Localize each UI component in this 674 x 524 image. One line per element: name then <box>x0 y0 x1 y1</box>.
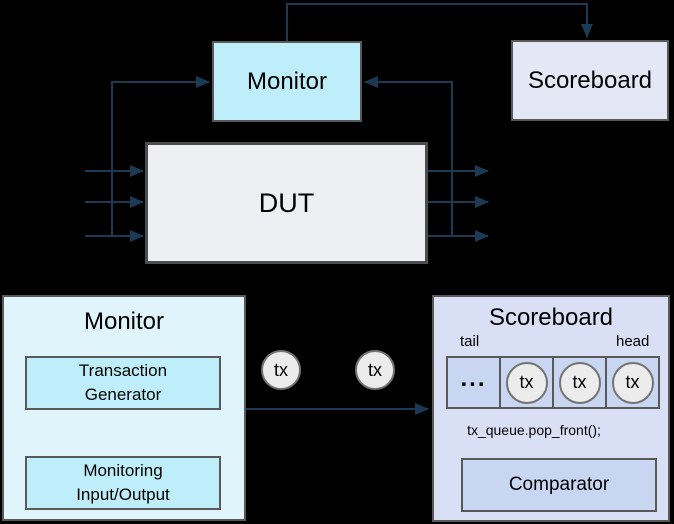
queue-tx-circle-3: tx <box>611 361 654 404</box>
queue-cell-tx-1: tx <box>501 358 554 407</box>
queue-tx-3-label: tx <box>625 372 640 392</box>
transaction-generator-line1: Transaction <box>78 361 168 381</box>
tx-queue: ... tx tx tx <box>446 356 660 409</box>
monitoring-io-line2: Input/Output <box>76 485 170 504</box>
queue-tail-label: tail <box>460 333 480 350</box>
monitor-panel-title: Monitor <box>83 308 165 335</box>
transaction-generator-line2: Generator <box>84 385 162 404</box>
monitor-detail-panel: Monitor Transaction Generator Monitoring… <box>2 295 246 521</box>
tx-transit-2-label: tx <box>367 359 382 380</box>
transaction-generator-box: Transaction Generator <box>25 356 221 410</box>
tx-transit-circle-1: tx <box>261 350 301 390</box>
queue-tx-2-label: tx <box>572 372 587 392</box>
queue-tx-circle-2: tx <box>558 361 601 404</box>
queue-tx-circle-1: tx <box>505 361 548 404</box>
monitoring-io-line1: Monitoring <box>83 461 163 481</box>
scoreboard-detail-panel: Scoreboard tail head ... tx tx tx <box>432 295 670 522</box>
tx-transit-circle-2: tx <box>355 350 395 390</box>
pop-front-code-label: tx_queue.pop_front(); <box>467 422 601 438</box>
queue-cell-tx-2: tx <box>554 358 607 407</box>
queue-cell-tx-3: tx <box>607 358 658 407</box>
comparator-label: Comparator <box>508 474 610 495</box>
comparator-box: Comparator <box>461 458 657 512</box>
scoreboard-block: Scoreboard <box>511 40 669 121</box>
tx-transit-1-label: tx <box>273 359 288 380</box>
monitor-block: Monitor <box>212 41 362 122</box>
queue-tx-1-label: tx <box>519 372 534 392</box>
queue-cell-ellipsis: ... <box>448 358 501 407</box>
dut-block: DUT <box>145 142 428 264</box>
monitoring-io-box: Monitoring Input/Output <box>25 456 221 510</box>
dut-block-label: DUT <box>258 187 315 218</box>
queue-head-label: head <box>616 333 650 350</box>
scoreboard-block-label: Scoreboard <box>527 66 653 94</box>
monitor-block-label: Monitor <box>246 67 328 95</box>
scoreboard-panel-title: Scoreboard <box>488 304 614 331</box>
arrow-monitor-to-scoreboard <box>286 3 593 41</box>
